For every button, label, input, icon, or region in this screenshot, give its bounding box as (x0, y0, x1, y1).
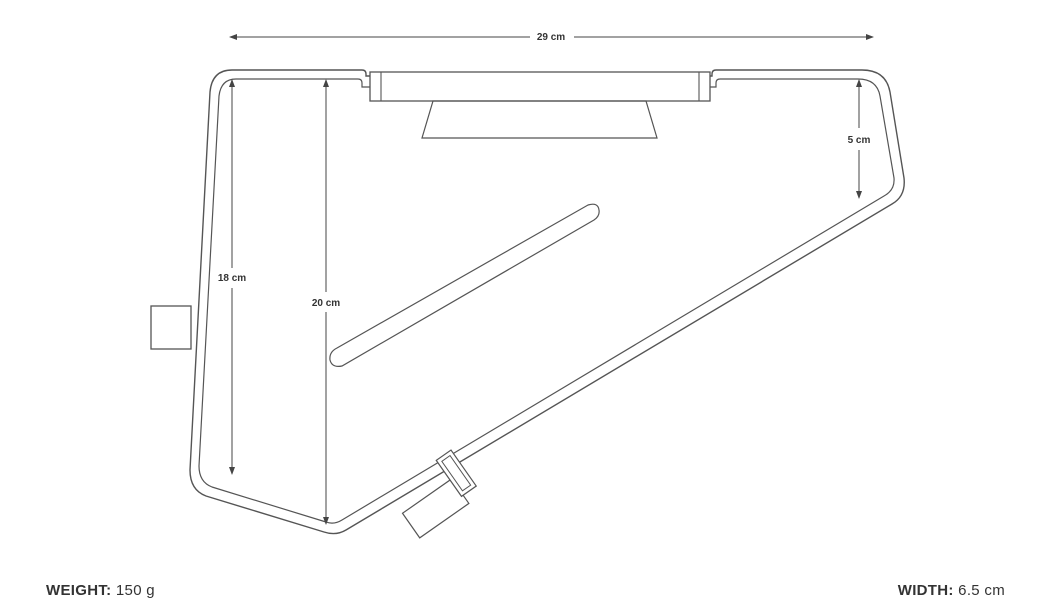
height-inner-label: 20 cm (312, 298, 340, 309)
height-outer-label: 18 cm (218, 273, 246, 284)
weight-value: 150 g (115, 582, 155, 599)
bottom-clamp (401, 449, 478, 539)
height-rear-label: 5 cm (848, 135, 871, 146)
zipper-slot (329, 203, 600, 367)
bag-outer-outline (189, 69, 905, 535)
top-tube-strap (369, 71, 711, 102)
strap-mount (421, 100, 658, 139)
length-label: 29 cm (537, 32, 565, 43)
width-value: 6.5 cm (958, 582, 1005, 599)
bag-inner-outline (198, 78, 895, 524)
width-spec: WIDTH: 6.5 cm (898, 582, 1005, 599)
weight-spec: WEIGHT: 150 g (46, 582, 155, 599)
width-label: WIDTH: (897, 582, 954, 599)
weight-label: WEIGHT: (46, 582, 112, 599)
side-strap (150, 305, 192, 350)
frame-bag-diagram: 29 cm 18 cm 20 cm 5 cm (150, 32, 905, 539)
